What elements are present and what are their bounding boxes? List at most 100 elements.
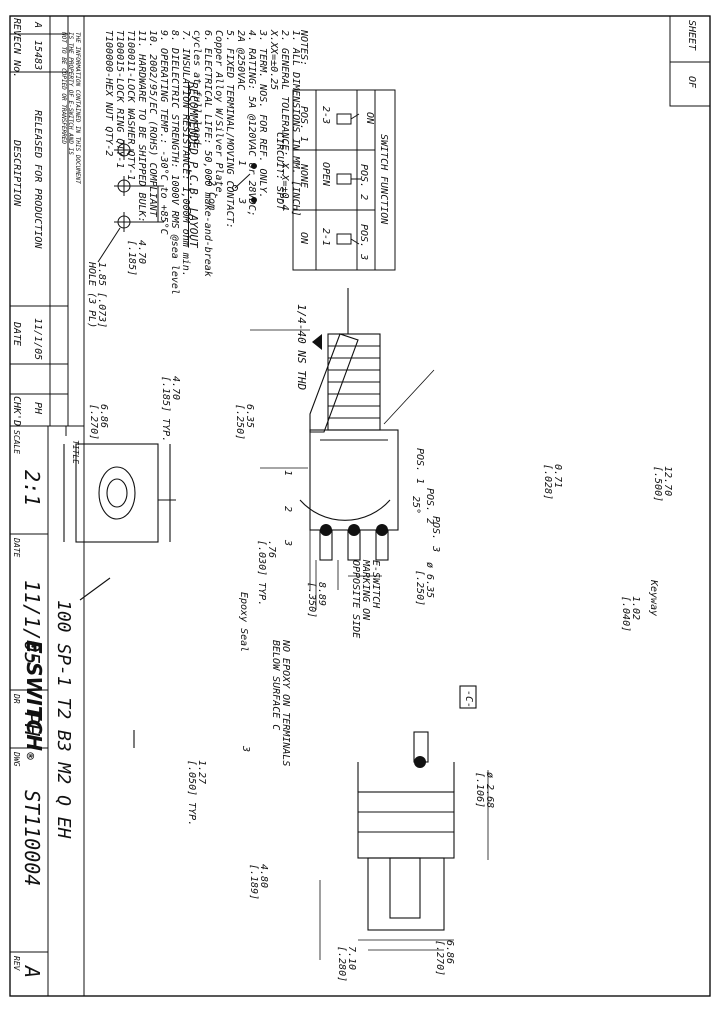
row3-terminals: 2-1 bbox=[320, 228, 331, 247]
top-width: 6.86 bbox=[98, 404, 109, 429]
end-overall: 6.86 bbox=[444, 940, 455, 965]
marking-line-3: OPPOSITE SIDE bbox=[350, 560, 361, 639]
terminal-width-inch: [.030] TYP. bbox=[256, 540, 267, 607]
note-line: 2A @250VAC bbox=[235, 30, 246, 91]
pcb-hole-note: HOLE (3 PL) bbox=[86, 262, 97, 329]
terminal-length-inch: [.250] bbox=[234, 404, 245, 441]
circuit-com-number: 2 bbox=[206, 180, 217, 187]
terminal-spacing: 4.70 bbox=[170, 376, 181, 401]
note-line: 10. 2002/95/EC (ROHS) COMPLIANT bbox=[147, 30, 158, 217]
dr-label: DR bbox=[12, 694, 21, 704]
note-line: T100011-LOCK WASHER QTY-1 bbox=[125, 30, 136, 181]
pos2-header: POS. 2 bbox=[358, 164, 369, 201]
terminal-2-label: 2 bbox=[282, 506, 293, 513]
body-length-inch: [.350] bbox=[306, 582, 317, 619]
keyway-width-inch: [.040] bbox=[620, 596, 631, 633]
marking-line-1: E-SWITCH bbox=[370, 560, 381, 609]
confidentiality-line-2: IS THE PROPERTY OF E-SWITCH AND IS bbox=[67, 32, 74, 155]
note-line: 6. ELECTRICAL LIFE: 50,000 make-and-brea… bbox=[202, 30, 213, 277]
note-line: X.XX=±0.25 bbox=[268, 30, 279, 91]
note-line: 11. HARDWARE TO BE SHIPPED BULK: bbox=[136, 30, 147, 223]
terminal-spacing-inch: [.185] TYP. bbox=[160, 376, 171, 443]
end-body-width: 7.10 bbox=[346, 946, 357, 971]
bushing-diameter: ø 6.35 bbox=[424, 562, 435, 599]
note-line: 3. TERM. NOS. FOR REF. ONLY. bbox=[257, 30, 268, 199]
end-body-height: 4.80 bbox=[258, 864, 269, 889]
end-terminal-width: 1.27 bbox=[196, 760, 207, 785]
body-length: 8.89 bbox=[316, 582, 327, 607]
pos3-label: POS. 3 bbox=[430, 516, 441, 553]
surface-c-label: -C- bbox=[463, 690, 474, 709]
epoxy-note-line-1: NO EPOXY ON TERMINALS bbox=[280, 640, 291, 767]
circuit-terminal-1: 1 bbox=[236, 160, 247, 167]
row3-state: ON bbox=[298, 232, 309, 245]
top-width-inch: [.270] bbox=[88, 404, 99, 441]
drawn-by-value: PH bbox=[20, 712, 44, 737]
dwg-label: DWG bbox=[12, 752, 21, 767]
top-length: 12.70 bbox=[662, 466, 673, 497]
terminal-length: 6.35 bbox=[244, 404, 255, 429]
end-terminal-3-label: 3 bbox=[240, 746, 251, 753]
marking-line-2: MARKING ON bbox=[360, 560, 371, 621]
ecn-value: 15483 bbox=[32, 40, 43, 71]
lever-diameter-inch: [.106] bbox=[474, 772, 485, 809]
top-length-inch: [.500] bbox=[652, 466, 663, 503]
keyway-label: Keyway bbox=[648, 580, 659, 617]
confidentiality-line-1: THE INFORMATION CONTAINED IN THIS DOCUME… bbox=[74, 32, 81, 184]
epoxy-seal-label: Epoxy Seal bbox=[238, 592, 249, 653]
title-label: TITLE bbox=[71, 440, 80, 465]
end-overall-inch: [.270] bbox=[434, 940, 445, 977]
description-value: RELEASED FOR PRODUCTION bbox=[32, 110, 43, 249]
pcb-spacing-inch: [.185] bbox=[126, 240, 137, 277]
end-terminal-width-inch: [.050] TYP. bbox=[186, 760, 197, 827]
terminal-1-label: 1 bbox=[282, 470, 293, 477]
ecn-header: ECN No. bbox=[11, 36, 22, 79]
terminal-width: .76 bbox=[266, 540, 277, 559]
note-line: T100000-HEX NUT QTY-2 bbox=[103, 30, 114, 157]
pcb-heading: RECOMMENDED P.C.B. LAYOUT bbox=[187, 82, 200, 248]
top-gap: 0.71 bbox=[552, 464, 563, 489]
note-line: 8. DIELECTRIC STRENGTH: 1000V RMS @sea l… bbox=[169, 30, 180, 295]
pcb-hole-size: 1.85 [.073] bbox=[96, 262, 107, 329]
date-label: DATE bbox=[12, 538, 21, 558]
epoxy-note-line-2: BELOW SURFACE C bbox=[270, 640, 281, 731]
circuit-label: CIRCUIT: SPDT bbox=[274, 132, 285, 211]
circuit-com-label: Com bbox=[206, 192, 217, 211]
pcb-spacing: 4.70 bbox=[136, 240, 147, 265]
note-line: 9. OPERATING TEMP.: -30°C to +85°C bbox=[158, 30, 169, 235]
thread-spec: 1/4-40 NS THD bbox=[295, 304, 308, 391]
row2-state: OPEN bbox=[320, 162, 331, 187]
date-value: 11/1/05 bbox=[32, 318, 43, 361]
end-body-width-inch: [.280] bbox=[336, 946, 347, 983]
note-line: Copper Alloy W/Silver Plate. bbox=[213, 30, 224, 199]
rev-value: A bbox=[32, 22, 43, 29]
pos3-header: POS. 3 bbox=[358, 224, 369, 261]
date-header: DATE bbox=[11, 322, 22, 347]
row1-state: ON bbox=[364, 112, 375, 125]
chkd-value: PH bbox=[32, 402, 43, 415]
scale-value: 2:1 bbox=[20, 470, 44, 507]
scale-label: SCALE bbox=[12, 430, 21, 455]
keyway-width: 1.02 bbox=[630, 596, 641, 621]
terminal-3-label: 3 bbox=[282, 540, 293, 547]
title-rev-value: A bbox=[20, 966, 44, 979]
switch-function-title: SWITCH FUNCTION bbox=[378, 134, 389, 225]
pos1-header: POS. 1 bbox=[298, 106, 309, 143]
top-gap-inch: [.028] bbox=[542, 464, 553, 501]
note-line: 4. RATING: 5A @120VAC or 28VDC; bbox=[246, 30, 257, 217]
description-header: DESCRIPTION bbox=[11, 140, 22, 207]
confidentiality-line-3: NOT TO BE COPIED OR TRANSFERRED bbox=[60, 32, 67, 144]
bushing-diameter-inch: [.250] bbox=[414, 570, 425, 607]
drawing-title: 100 SP-1 T2 B3 M2 Q EH bbox=[53, 600, 74, 839]
sheet-of-label: OF bbox=[686, 76, 697, 89]
row1-terminals: 2-3 bbox=[320, 106, 331, 125]
lever-diameter: ø 2.68 bbox=[484, 772, 495, 809]
end-body-height-inch: [.189] bbox=[248, 864, 259, 901]
drawing-number: ST110004 bbox=[20, 790, 44, 887]
date-value-title: 11/1/05 bbox=[20, 580, 44, 665]
sheet-label: SHEET bbox=[686, 20, 697, 51]
chkd-header: CHK'D bbox=[11, 396, 22, 427]
